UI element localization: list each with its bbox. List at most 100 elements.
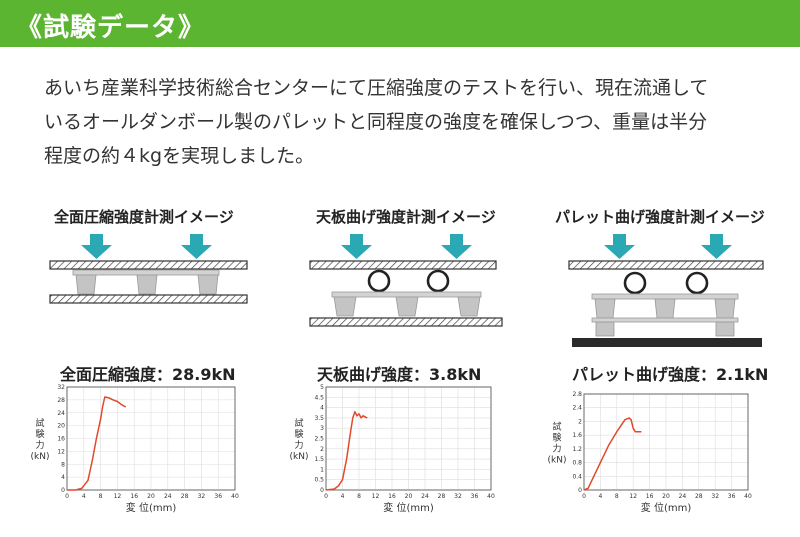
x-tick-label: 12	[114, 493, 122, 500]
y-axis-label: 試験力(kN)	[290, 417, 309, 462]
press-plate-top	[309, 260, 497, 270]
intro-line: いるオールダンボール製のパレットと同程度の強度を確保しつつ、重量は半分	[44, 111, 708, 133]
y-tick-label: 2.8	[572, 391, 582, 398]
test-caption-top-board: 天板曲げ強度計測イメージ	[316, 208, 496, 226]
arrow-icon	[341, 234, 372, 259]
x-tick-label: 20	[662, 493, 670, 500]
y-axis-label: 試験力(kN)	[31, 417, 50, 462]
x-tick-label: 8	[615, 493, 619, 500]
press-plate-bottom	[309, 317, 503, 327]
x-tick-label: 24	[679, 493, 687, 500]
series-line	[583, 417, 642, 491]
pallet-icon	[72, 269, 220, 295]
y-tick-label: 4	[61, 474, 65, 481]
svg-text:力: 力	[552, 443, 561, 455]
y-tick-label: 2.5	[314, 436, 324, 443]
x-tick-label: 40	[231, 493, 239, 500]
x-tick-label: 16	[130, 493, 138, 500]
x-tick-label: 8	[99, 493, 103, 500]
y-tick-label: 1.6	[572, 432, 582, 439]
x-tick-label: 36	[471, 493, 479, 500]
full-compression-diagram	[49, 234, 248, 304]
arrow-icon	[181, 234, 212, 259]
y-tick-label: 2.4	[572, 405, 582, 412]
x-tick-label: 0	[65, 493, 69, 500]
pallet-icon	[331, 291, 482, 317]
svg-text:験: 験	[35, 428, 44, 440]
x-tick-label: 20	[405, 493, 413, 500]
x-axis-label: 変 位(mm)	[641, 501, 692, 514]
x-tick-label: 28	[181, 493, 189, 500]
press-plate-top	[568, 260, 764, 270]
x-tick-label: 40	[487, 493, 495, 500]
intro-line: 程度の約４kgを実現しました。	[44, 145, 315, 167]
roller-icon	[685, 271, 709, 295]
y-tick-label: 1	[320, 466, 324, 473]
series-line	[325, 410, 368, 491]
x-tick-label: 28	[438, 493, 446, 500]
y-tick-label: 2	[320, 446, 324, 453]
x-tick-label: 12	[629, 493, 637, 500]
x-axis-label: 変 位(mm)	[383, 501, 434, 514]
y-tick-label: 0.5	[314, 477, 324, 484]
x-axis-label: 変 位(mm)	[126, 501, 177, 514]
x-tick-label: 24	[421, 493, 429, 500]
y-tick-label: 12	[57, 448, 65, 455]
roller-icon	[426, 269, 450, 293]
y-tick-label: 3.5	[314, 415, 324, 422]
press-plate-top	[49, 260, 248, 270]
y-tick-label: 4.5	[314, 394, 324, 401]
y-tick-label: 0.8	[572, 460, 582, 467]
x-tick-label: 28	[695, 493, 703, 500]
x-tick-label: 32	[198, 493, 206, 500]
test-caption-pallet-bending: パレット曲げ強度計測イメージ	[555, 208, 765, 226]
x-tick-label: 0	[324, 493, 328, 500]
svg-text:力: 力	[294, 439, 303, 451]
pallet-icon	[591, 293, 739, 337]
x-tick-label: 4	[341, 493, 345, 500]
x-tick-label: 16	[388, 493, 396, 500]
support-base	[572, 338, 762, 347]
y-tick-label: 2	[578, 418, 582, 425]
svg-text:(kN): (kN)	[31, 452, 50, 462]
x-tick-label: 4	[82, 493, 86, 500]
svg-text:験: 験	[294, 428, 303, 440]
svg-text:(kN): (kN)	[290, 452, 309, 462]
series-line	[67, 396, 127, 491]
roller-icon	[367, 269, 391, 293]
y-tick-label: 4	[320, 405, 324, 412]
svg-text:試: 試	[552, 421, 561, 433]
page-title: 《試験データ》	[16, 13, 206, 43]
x-tick-label: 4	[598, 493, 602, 500]
header-banner: 《試験データ》	[0, 0, 800, 47]
x-tick-label: 8	[357, 493, 361, 500]
y-tick-label: 28	[57, 397, 65, 404]
x-tick-label: 0	[582, 493, 586, 500]
x-tick-label: 32	[454, 493, 462, 500]
roller-icon	[623, 271, 647, 295]
svg-text:力: 力	[35, 439, 44, 451]
x-tick-label: 32	[711, 493, 719, 500]
top-board-bending-diagram	[309, 234, 503, 327]
arrow-icon	[81, 234, 112, 259]
pallet-bending-diagram	[568, 234, 764, 347]
y-tick-label: 0	[578, 487, 582, 494]
x-tick-label: 36	[728, 493, 736, 500]
svg-text:験: 験	[552, 432, 561, 444]
arrow-icon	[441, 234, 472, 259]
x-tick-label: 12	[372, 493, 380, 500]
y-tick-label: 5	[320, 384, 324, 391]
y-tick-label: 1.2	[572, 446, 582, 453]
svg-text:試: 試	[35, 417, 44, 429]
y-tick-label: 3	[320, 425, 324, 432]
arrow-icon	[604, 234, 635, 259]
y-tick-label: 0.4	[572, 473, 582, 480]
intro-paragraph: あいち産業科学技術総合センターにて圧縮強度のテストを行い、現在流通して いるオー…	[44, 71, 784, 173]
x-tick-label: 36	[214, 493, 222, 500]
y-tick-label: 8	[61, 461, 65, 468]
result-top-board: 天板曲げ強度：3.8kN	[317, 365, 482, 384]
